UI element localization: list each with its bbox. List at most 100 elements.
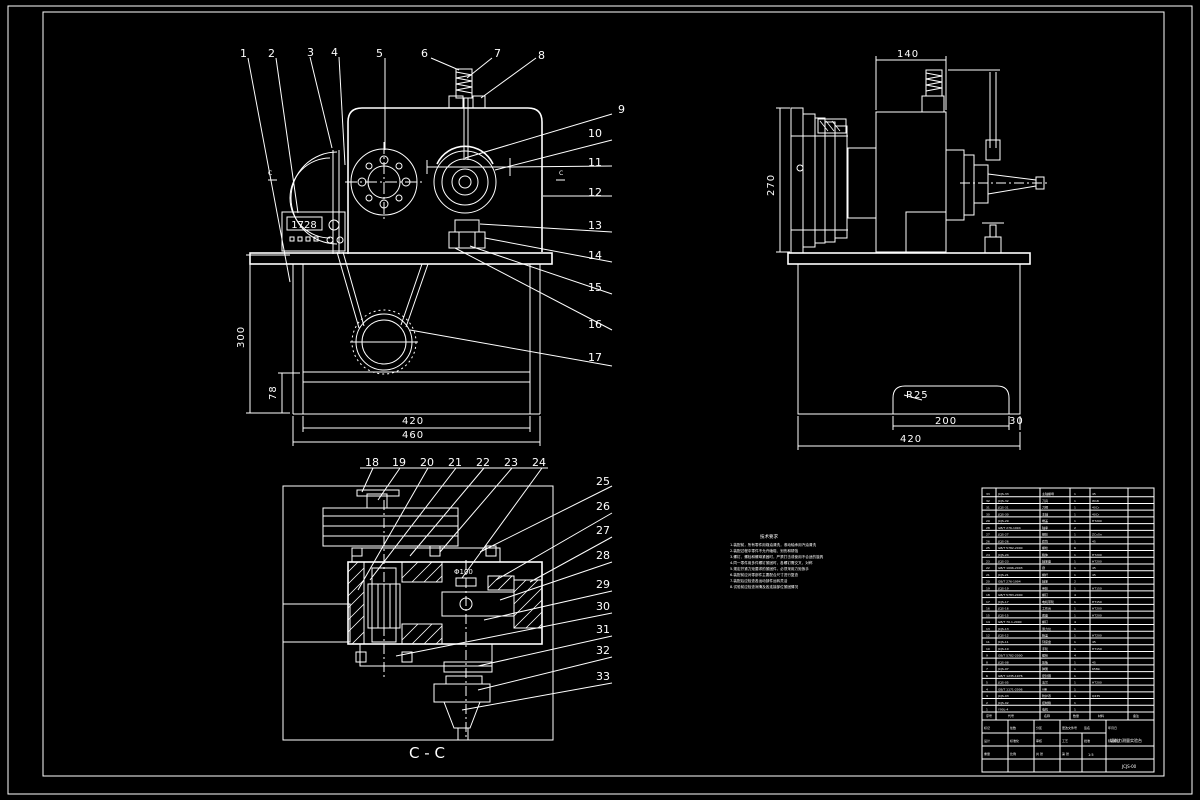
title-block-label: 更改文件号 — [1062, 725, 1077, 730]
note-line: 4.同一零件用多件螺钉紧固时，各螺钉需交叉、对称 — [730, 560, 813, 565]
bom-header-cell: 序号 — [986, 713, 992, 718]
bom-cell-no: 2 — [986, 701, 988, 705]
bom-cell-no: 11 — [986, 640, 990, 644]
note-line: 8.试验前应检查润滑及各连接部位紧固情况 — [730, 584, 799, 589]
bom-cell-code: JCJS-12 — [997, 634, 1009, 638]
bom-cell-mat: 45 — [1092, 492, 1096, 496]
front-view: 1728 300 78 — [236, 46, 625, 446]
balloon-32: 32 — [596, 644, 610, 657]
dim-height-total: 300 — [236, 326, 247, 348]
bom-cell-no: 4 — [986, 687, 988, 691]
bom-cell-name: 带轮 — [1042, 585, 1048, 590]
title-block-label: 签名 — [1084, 725, 1090, 730]
dim-cut-offset: 30 — [1009, 416, 1024, 427]
balloon-16: 16 — [588, 318, 602, 331]
balloon-18: 18 — [365, 456, 379, 469]
balloon-14: 14 — [588, 249, 602, 262]
bom-cell-name: 密封圈 — [1042, 673, 1051, 678]
note-line: 1.装配前，所有零件用煤油清洗，滚动轴承用汽油清洗 — [730, 542, 816, 547]
bom-cell-qty: 1 — [1074, 499, 1076, 503]
bom-cell-no: 26 — [986, 539, 990, 543]
title-block-label: 阶段标记 — [1108, 738, 1120, 743]
bom-cell-qty: 1 — [1074, 607, 1076, 611]
bom-cell-name: 螺钉 — [1042, 592, 1048, 597]
bom-cell-name: 刻度盘 — [1042, 639, 1051, 644]
bom-cell-mat: Q235 — [1092, 694, 1100, 698]
bom-cell-no: 1 — [986, 708, 988, 712]
front-dimensions: 300 78 420 460 — [236, 254, 541, 446]
bom-cell-no: 3 — [986, 694, 988, 698]
bom-cell-qty: 1 — [1074, 492, 1076, 496]
title-block-label: 处数 — [1010, 725, 1016, 730]
bom-cell-qty: 1 — [1074, 708, 1076, 712]
title-block-label: 分区 — [1036, 725, 1042, 730]
bom-cell-name: 压板 — [1042, 659, 1048, 664]
section-mark-right: C — [559, 170, 563, 177]
bom-cell-mat: 40Cr — [1092, 512, 1100, 516]
title-block-name: 切削力测量实验台 — [1110, 737, 1142, 743]
bom-cell-mat: HT200 — [1092, 519, 1102, 523]
section-title: C - C — [409, 744, 445, 762]
bom-cell-mat: 40Cr — [1092, 506, 1100, 510]
balloon-15: 15 — [588, 281, 602, 294]
bom-cell-qty: 1 — [1074, 573, 1076, 577]
bom-cell-code: GB/T 276-1994 — [998, 526, 1021, 530]
bom-cell-name: 电机 — [1042, 707, 1048, 712]
balloon-11: 11 — [588, 156, 602, 169]
bom-cell-name: 螺钉 — [1042, 619, 1048, 624]
dim-width-inner: 420 — [402, 416, 424, 427]
balloon-30: 30 — [596, 600, 610, 613]
front-balloons: 1 2 3 4 5 6 7 8 9 10 11 12 13 14 15 16 1… — [240, 46, 625, 364]
bom-cell-code: JCJS-02 — [997, 701, 1009, 705]
note-line: 7.装配后应检查各运动部件运转灵活 — [730, 578, 788, 583]
balloon-20: 20 — [420, 456, 434, 469]
bom-cell-no: 7 — [986, 667, 988, 671]
bom-cell-no: 24 — [986, 553, 990, 557]
bom-cell-code: JCJS-07 — [997, 667, 1009, 671]
bom-cell-qty: 2 — [1074, 580, 1076, 584]
bom-header-cell: 代号 — [1008, 713, 1014, 718]
balloon-8: 8 — [538, 49, 545, 62]
bom-cell-no: 5 — [986, 681, 988, 685]
bom-cell-code: Y90L-4 — [998, 708, 1008, 712]
bom-cell-mat: HT200 — [1092, 560, 1102, 564]
dim-height: 270 — [766, 174, 777, 196]
bom-cell-name: 螺栓 — [1042, 653, 1048, 658]
balloon-5: 5 — [376, 47, 383, 60]
bom-cell-no: 22 — [986, 566, 990, 570]
title-block-labels: 标记处数分区更改文件号签名年月日设计标准化审核工艺批准阶段标记重量比例共 张第 … — [984, 725, 1120, 756]
gauge-label: Φ100 — [454, 568, 473, 576]
bom-cell-mat: W18 — [1092, 499, 1099, 503]
bom-cell-qty: 1 — [1074, 506, 1076, 510]
bom-cell-no: 14 — [986, 620, 990, 624]
bom-cell-name: 底座 — [1042, 612, 1048, 617]
balloon-12: 12 — [588, 186, 602, 199]
balloon-13: 13 — [588, 219, 602, 232]
section-view: Φ100 C - C — [282, 456, 613, 762]
bom-cell-no: 6 — [986, 674, 988, 678]
bom-cell-code: JCJS-17 — [997, 600, 1009, 604]
bom-cell-mat: 45 — [1092, 640, 1096, 644]
title-block-label: 年月日 — [1108, 725, 1117, 730]
bom-cell-code: JCJS-15 — [997, 613, 1009, 617]
bom-cell-no: 10 — [986, 647, 990, 651]
bom-header-cell: 材料 — [1098, 713, 1104, 718]
bom-cell-name: 测力仪 — [1042, 626, 1051, 631]
title-block-label: 标准化 — [1010, 738, 1019, 743]
title-block-label: 重量 — [984, 751, 990, 756]
title-block: 切削力测量实验台 JCJS-00 1:5 标记处数分区更改文件号签名年月日设计标… — [981, 719, 1155, 773]
balloon-28: 28 — [596, 549, 610, 562]
balloon-31: 31 — [596, 623, 610, 636]
title-block-label: 共 张 — [1036, 751, 1043, 756]
bom-cell-code: GB/T 276-1994 — [998, 580, 1021, 584]
title-block-scale: 1:5 — [1088, 753, 1094, 757]
title-block-label: 批准 — [1084, 738, 1090, 743]
bom-cell-qty: 1 — [1074, 701, 1076, 705]
bom-cell-name: 键 — [1042, 565, 1045, 570]
bom-cell-qty: 6 — [1074, 546, 1076, 550]
bom-cell-no: 28 — [986, 526, 990, 530]
balloon-27: 27 — [596, 524, 610, 537]
bom-cell-qty: 1 — [1074, 647, 1076, 651]
bom-cell-qty: 1 — [1074, 627, 1076, 631]
bom-cell-no: 27 — [986, 533, 990, 537]
